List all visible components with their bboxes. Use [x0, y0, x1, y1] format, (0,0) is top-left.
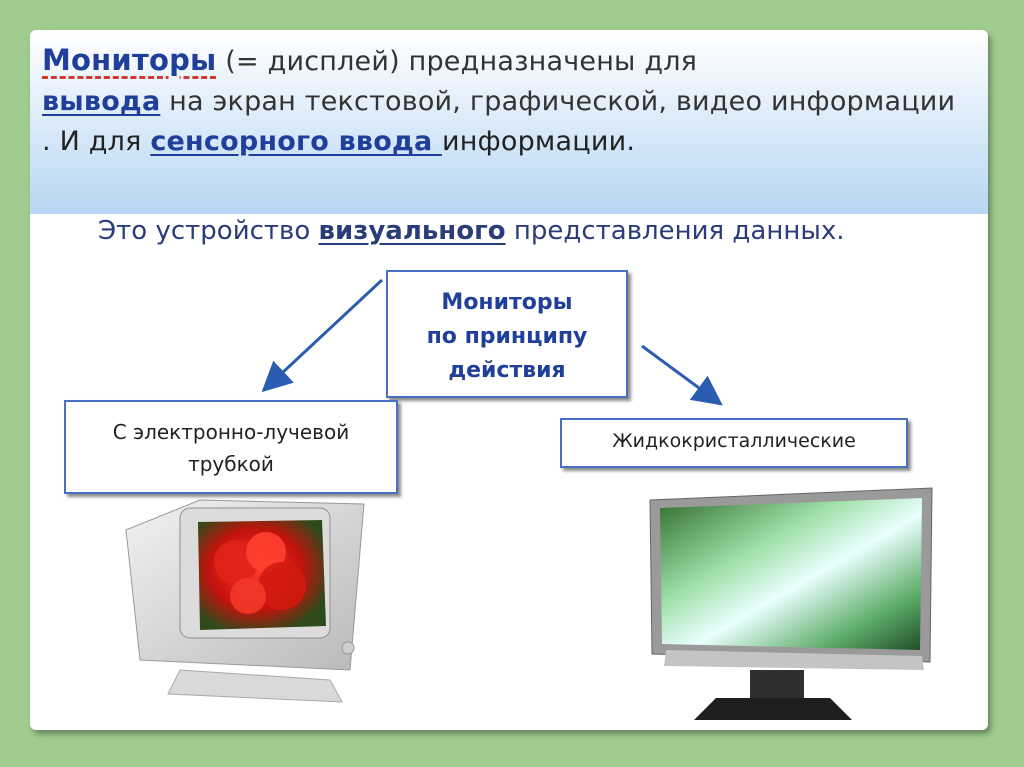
intro-dot-and: . И — [42, 126, 80, 157]
subtitle-after: представления данных. — [505, 216, 845, 246]
crt-line-2: трубкой — [188, 452, 274, 476]
lcd-monitor-image — [649, 487, 933, 720]
crt-line-1: С электронно-лучевой — [112, 420, 350, 444]
lcd-label: Жидкокристаллические — [612, 430, 856, 452]
crt-monitor-image — [125, 499, 365, 703]
diagram-graphics — [125, 278, 933, 720]
crt-category-box: С электронно-лучевой трубкой — [64, 400, 398, 494]
term-touch-input: сенсорного ввода — [150, 126, 442, 157]
term-output: вывода — [42, 86, 161, 117]
center-line-3: действия — [448, 358, 566, 383]
center-line-2: по принципу — [426, 324, 588, 349]
slide: Мониторы (= дисплей) предназначены для в… — [30, 30, 988, 730]
header-box — [30, 30, 988, 214]
intro-part4: информации — [441, 126, 627, 157]
arrow-to-lcd — [641, 344, 723, 406]
arrow-to-crt — [261, 278, 384, 393]
lcd-category-box: Жидкокристаллические — [560, 418, 908, 468]
intro-part2: на экран текстовой, графической, видео и… — [160, 86, 956, 117]
term-monitors: Мониторы — [42, 43, 217, 77]
center-line-1: Мониторы — [441, 290, 573, 315]
intro-part1: (= дисплей) предназначены для — [216, 46, 698, 77]
center-category-box: Мониторы по принципу действия — [386, 270, 628, 398]
subtitle: Это устройство визуального представления… — [98, 216, 845, 246]
term-visual: визуального — [318, 216, 506, 246]
intro-text: Мониторы (= дисплей) предназначены для в… — [42, 40, 972, 162]
intro-end-dot: . — [626, 126, 636, 157]
subtitle-before: Это устройство — [98, 216, 319, 246]
intro-part3: для — [79, 126, 151, 157]
